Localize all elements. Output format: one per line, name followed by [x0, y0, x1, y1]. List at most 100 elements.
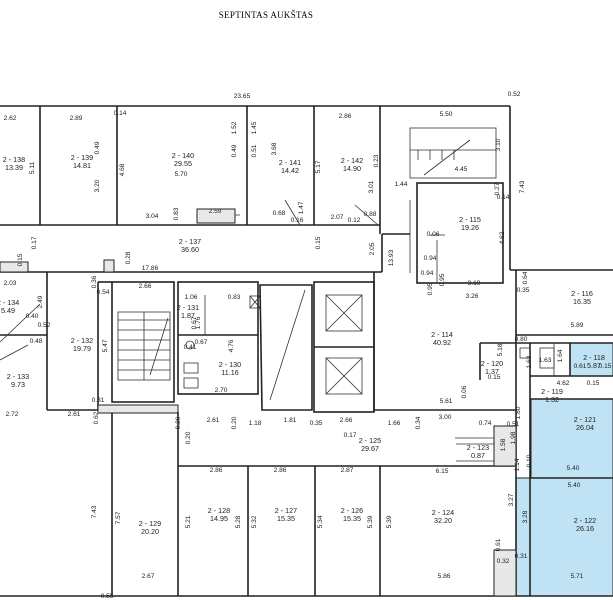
dimension-label: 1.47: [298, 201, 305, 214]
dimension-label: 0.61: [574, 363, 587, 370]
left-middle-walls: [0, 272, 179, 414]
room-id: 2 - 119: [541, 387, 563, 396]
dimension-label: 0.20: [185, 431, 192, 444]
dimension-label: 1.63: [526, 355, 533, 368]
dimension-label: 5.47: [102, 339, 109, 352]
room-id: 2 - 129: [139, 519, 161, 528]
room-area: 36.60: [181, 245, 199, 254]
dimension-label: 2.59: [209, 208, 222, 215]
dimension-label: 6.15: [436, 468, 449, 475]
dimension-label: 0.95: [439, 273, 446, 286]
room-id: 2 - 121: [574, 415, 596, 424]
dimension-label: 5.39: [367, 515, 374, 528]
middle-stair: [111, 281, 175, 403]
wc-block: [177, 281, 261, 395]
room-area: 14.95: [210, 514, 228, 523]
dimension-label: 0.14: [497, 194, 510, 201]
dimension-label: 3.01: [368, 180, 375, 193]
room-id: 2 - 122: [574, 516, 596, 525]
dimension-label: 2.07: [331, 214, 344, 221]
room-id: 2 - 125: [359, 436, 381, 445]
dimension-label: 0.94: [424, 255, 437, 262]
dimension-label: 0.52: [508, 91, 521, 98]
top-room-walls: [0, 106, 380, 226]
dimension-label: 1.45: [251, 121, 258, 134]
dimension-label: 3.28: [522, 510, 529, 523]
dimension-label: 5.34: [317, 515, 324, 528]
dimension-label: 0.23: [373, 154, 380, 167]
dimension-label: 3.00: [439, 414, 452, 421]
room-122-highlight: [515, 477, 613, 597]
dimension-label: 2.66: [139, 283, 152, 290]
dimension-label: 0.15: [488, 374, 501, 381]
dimension-label: 0.68: [273, 210, 286, 217]
dimension-label: 0.62: [93, 411, 100, 424]
dimension-label: 17.86: [142, 265, 159, 272]
dimension-label: 7.43: [519, 180, 526, 193]
dimension-label: 0.14: [114, 110, 127, 117]
dimension-label: 5.40: [567, 465, 580, 472]
dimension-label: 2.86: [339, 113, 352, 120]
dimension-label: 13.93: [388, 249, 395, 266]
dimension-label: 4.76: [228, 339, 235, 352]
dimension-label: 2.86: [274, 467, 287, 474]
dimension-label: 7.43: [91, 505, 98, 518]
dimension-label: 1.44: [395, 181, 408, 188]
top-stair: [409, 127, 504, 284]
room-id: 2 - 120: [481, 359, 503, 368]
dimension-label: 2.87: [341, 467, 354, 474]
room-area: 32.20: [434, 516, 452, 525]
dimension-label: 1.63: [539, 357, 552, 364]
dimension-label: 0.88: [364, 211, 377, 218]
room-id: 2 - 132: [71, 336, 93, 345]
room-area: 26.16: [576, 524, 594, 533]
dimension-label: 0.67: [191, 316, 198, 329]
dimension-label: 0.80: [515, 336, 528, 343]
dimension-label: 0.15: [599, 363, 612, 370]
dimension-label: 0.31: [515, 553, 528, 560]
dimension-label: 3.10: [495, 138, 502, 151]
dimension-label: 0.28: [125, 251, 132, 264]
dimension-label: 5.70: [175, 171, 188, 178]
dimension-label: 0.52: [38, 322, 51, 329]
dimension-label: 5.40: [568, 482, 581, 489]
dimension-label: 0.51: [251, 144, 258, 157]
room-area: 13.39: [5, 163, 23, 172]
room-id: 2 - 123: [467, 443, 489, 452]
room-area: 14.90: [343, 164, 361, 173]
dimension-label: 2.86: [210, 467, 223, 474]
room-area: 1.87: [181, 311, 195, 320]
dimension-label: 0.67: [195, 339, 208, 346]
room-id: 2 - 131: [177, 303, 199, 312]
room-id: 2 - 116: [571, 289, 593, 298]
room-area: 11.16: [221, 368, 238, 377]
dimension-label: 5.18: [497, 343, 504, 356]
dimension-label: 0.20: [175, 416, 182, 429]
dimension-label: 1.52: [231, 121, 238, 134]
dimension-label: 5.86: [438, 573, 451, 580]
room-id: 2 - 130: [219, 360, 241, 369]
dimension-label: 3.26: [466, 293, 479, 300]
dimension-label: 3.20: [94, 179, 101, 192]
room-area: 1.37: [485, 367, 499, 376]
dimension-label: 0.48: [30, 338, 43, 345]
room-121-highlight: [530, 398, 613, 479]
room-area: 14.42: [281, 166, 299, 175]
dimension-label: 2.05: [369, 242, 376, 255]
dimension-label: 2.67: [142, 573, 155, 580]
dimension-label: 2.03: [4, 280, 17, 287]
room-area: 19.79: [73, 344, 91, 353]
dimension-label: 1.18: [249, 420, 262, 427]
